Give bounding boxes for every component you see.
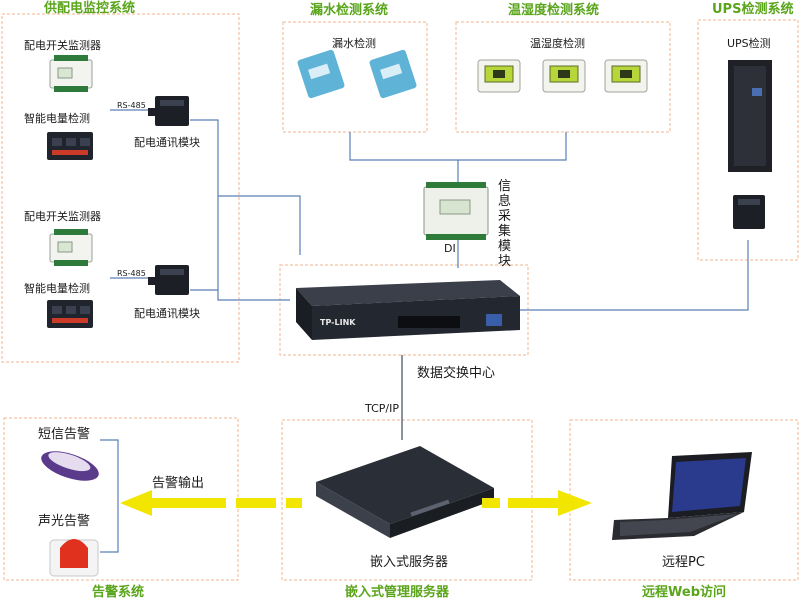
comm-module-label-2: 配电通讯模块 xyxy=(134,307,200,320)
collector-link-wire xyxy=(218,195,301,255)
comm-module-device-1 xyxy=(148,96,189,126)
sms-alarm-label: 短信告警 xyxy=(38,426,90,442)
alarm-section-title: 告警系统 xyxy=(92,584,144,599)
di-label: DI xyxy=(444,242,456,255)
power-section-box xyxy=(1,13,240,363)
meter-label-1: 智能电量检测 xyxy=(24,111,90,125)
embedded-server-label: 嵌入式服务器 xyxy=(370,554,448,570)
temp-detect-label: 温湿度检测 xyxy=(530,36,585,50)
meter-label-2: 智能电量检测 xyxy=(24,281,90,295)
ups-detect-label: UPS检测 xyxy=(727,36,771,50)
network-switch-device xyxy=(296,280,520,340)
meter-device-1 xyxy=(47,132,93,160)
alarm-output-label: 告警输出 xyxy=(152,475,204,491)
temp-section-box xyxy=(455,21,671,133)
embedded-server-device xyxy=(316,446,494,538)
leak-section-box xyxy=(282,21,428,133)
temp-section-title: 温湿度检测系统 xyxy=(508,2,599,18)
rs485-label-2: RS-485 xyxy=(117,269,146,278)
hub-label: 数据交换中心 xyxy=(417,365,495,381)
collector-char-2: 息 xyxy=(498,193,511,209)
collector-device xyxy=(423,182,489,240)
leak-sensor-device-1 xyxy=(297,49,345,99)
leak-section-title: 漏水检测系统 xyxy=(310,2,388,18)
switch-monitor-device-2 xyxy=(49,229,93,266)
switch-monitor-device-1 xyxy=(49,55,93,92)
sensor-bus-wire xyxy=(349,132,567,161)
switch-brand-text: TP-LINK xyxy=(320,318,356,327)
alarm-output-arrow xyxy=(120,490,302,516)
sound-light-alarm-label: 声光告警 xyxy=(38,513,90,529)
leak-detect-label: 漏水检测 xyxy=(332,36,376,50)
ups-wire xyxy=(520,240,749,311)
ups-section-title: UPS检测系统 xyxy=(712,1,793,17)
collector-char-6: 块 xyxy=(498,254,511,269)
comm-module-device-2 xyxy=(148,265,189,295)
switch-monitor-label-1: 配电开关监测器 xyxy=(24,38,101,52)
temp-sensor-device-2 xyxy=(542,59,586,93)
comm-module-label-1: 配电通讯模块 xyxy=(134,136,200,149)
remote-pc-label: 远程PC xyxy=(662,555,705,570)
leak-sensor-device-2 xyxy=(369,49,417,99)
web-access-arrow xyxy=(482,490,592,516)
ups-cabinet-device xyxy=(728,60,772,172)
collector-char-5: 模 xyxy=(498,239,511,254)
power-section-title: 供配电监控系统 xyxy=(43,0,135,16)
temp-sensor-device-1 xyxy=(477,59,521,93)
collector-char-4: 集 xyxy=(498,223,511,239)
power-bus-wire xyxy=(190,119,290,301)
alarm-bracket xyxy=(100,439,119,553)
sms-modem-device xyxy=(41,451,99,481)
server-section-title: 嵌入式管理服务器 xyxy=(345,584,450,599)
remote-laptop-device xyxy=(612,452,752,540)
temp-sensor-device-3 xyxy=(604,59,648,93)
switch-monitor-label-2: 配电开关监测器 xyxy=(24,209,101,223)
web-section-title: 远程Web访问 xyxy=(642,584,726,599)
tcpip-label: TCP/IP xyxy=(364,402,399,415)
collector-char-1: 信 xyxy=(498,179,511,194)
collector-char-3: 采 xyxy=(498,209,511,224)
ups-comm-module-device xyxy=(733,195,765,229)
siren-device xyxy=(49,539,99,577)
meter-device-2 xyxy=(47,300,93,328)
rs485-label-1: RS-485 xyxy=(117,101,146,110)
